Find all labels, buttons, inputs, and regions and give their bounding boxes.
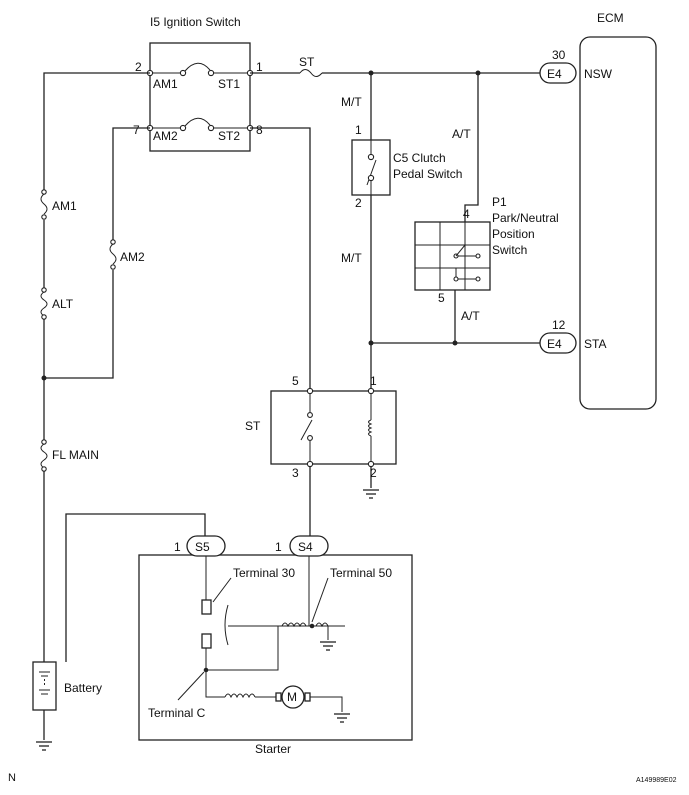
ignition-contact-am1-st1: [150, 62, 250, 77]
ecm-box: [579, 36, 657, 410]
ecm-connector-e4-sta-label: E4: [547, 337, 562, 351]
fuse-am2: [109, 239, 117, 270]
relay-pin-5: 5: [292, 374, 299, 388]
pnp-label-line2: Park/Neutral: [492, 211, 559, 225]
terminal-50-label: Terminal 50: [330, 566, 392, 580]
wire-st2: [250, 127, 311, 391]
pnp-pin-5: 5: [438, 291, 445, 305]
st-relay-box: [270, 390, 397, 465]
relay-pin-1: 1: [370, 374, 377, 388]
wire-battery-s5: [65, 513, 206, 662]
pnp-label-line4: Switch: [492, 243, 527, 257]
terminal-c-contact: [201, 633, 212, 649]
fuse-st: [299, 69, 323, 77]
ecm-connector-e4-sta: [539, 332, 577, 354]
ignition-switch-box: [149, 42, 251, 152]
ecm-nsw-label: NSW: [584, 67, 613, 81]
motor-icon: [281, 685, 305, 709]
pnp-pin-4: 4: [463, 207, 470, 221]
label-mt-mid: M/T: [341, 251, 362, 265]
motor-label: M: [287, 690, 297, 704]
ign-label-st2: ST2: [218, 129, 240, 143]
ign-pin-7: 7: [133, 123, 140, 137]
relay-label: ST: [245, 419, 261, 433]
field-coil: [224, 693, 256, 699]
label-at-top: A/T: [452, 127, 471, 141]
solenoid-coil: [281, 622, 307, 628]
clutch-pin-1: 1: [355, 123, 362, 137]
fuse-alt: [40, 287, 48, 320]
battery-box: [32, 661, 57, 711]
corner-left-label: N: [8, 772, 16, 784]
connector-s5-label: S5: [195, 540, 210, 554]
ecm-connector-e4-nsw-label: E4: [547, 67, 562, 81]
battery-label: Battery: [64, 681, 102, 695]
ecm-sta-label: STA: [584, 337, 606, 351]
ignition-contact-am2-st2: [150, 117, 250, 132]
ign-label-am1: AM1: [153, 77, 178, 91]
ecm-connector-e4-nsw: [539, 62, 577, 84]
fuse-am2-label: AM2: [120, 250, 145, 264]
label-at-bot: A/T: [461, 309, 480, 323]
ign-label-am2: AM2: [153, 129, 178, 143]
fuse-st-label: ST: [299, 55, 315, 69]
fuse-fl-main-label: FL MAIN: [52, 448, 99, 462]
terminal-30-label: Terminal 30: [233, 566, 295, 580]
wire-am2-feed: [112, 127, 150, 240]
label-mt-top: M/T: [341, 95, 362, 109]
pnp-switch: [414, 221, 491, 291]
relay-ground: [363, 489, 379, 499]
starter-box: [138, 554, 413, 741]
ign-label-st1: ST1: [218, 77, 240, 91]
ignition-switch-title: I5 Ignition Switch: [150, 15, 241, 29]
wire-am1-feed: [43, 72, 150, 190]
fuse-am1-label: AM1: [52, 199, 77, 213]
terminal-30-contact: [201, 599, 212, 615]
pnp-label-line1: P1: [492, 195, 507, 209]
clutch-pin-2: 2: [355, 196, 362, 210]
starter-s4-pin: 1: [275, 540, 282, 554]
clutch-label-line2: Pedal Switch: [393, 167, 462, 181]
relay-pin-3: 3: [292, 466, 299, 480]
fuse-am1: [40, 189, 48, 220]
fuse-fl-main: [40, 439, 48, 472]
clutch-label-line1: C5 Clutch: [393, 151, 446, 165]
ign-pin-8: 8: [256, 123, 263, 137]
starter-label: Starter: [255, 742, 291, 756]
ecm-sta-pin: 12: [552, 318, 566, 332]
ecm-title: ECM: [597, 11, 624, 25]
ecm-nsw-pin: 30: [552, 48, 566, 62]
pnp-label-line3: Position: [492, 227, 535, 241]
relay-pin-2: 2: [370, 466, 377, 480]
starter-s5-pin: 1: [174, 540, 181, 554]
fuse-alt-label: ALT: [52, 297, 74, 311]
ign-pin-1: 1: [256, 60, 263, 74]
ign-pin-2: 2: [135, 60, 142, 74]
corner-right-code: A149989E02: [636, 777, 677, 784]
terminal-c-label: Terminal C: [148, 706, 206, 720]
connector-s4-label: S4: [298, 540, 313, 554]
